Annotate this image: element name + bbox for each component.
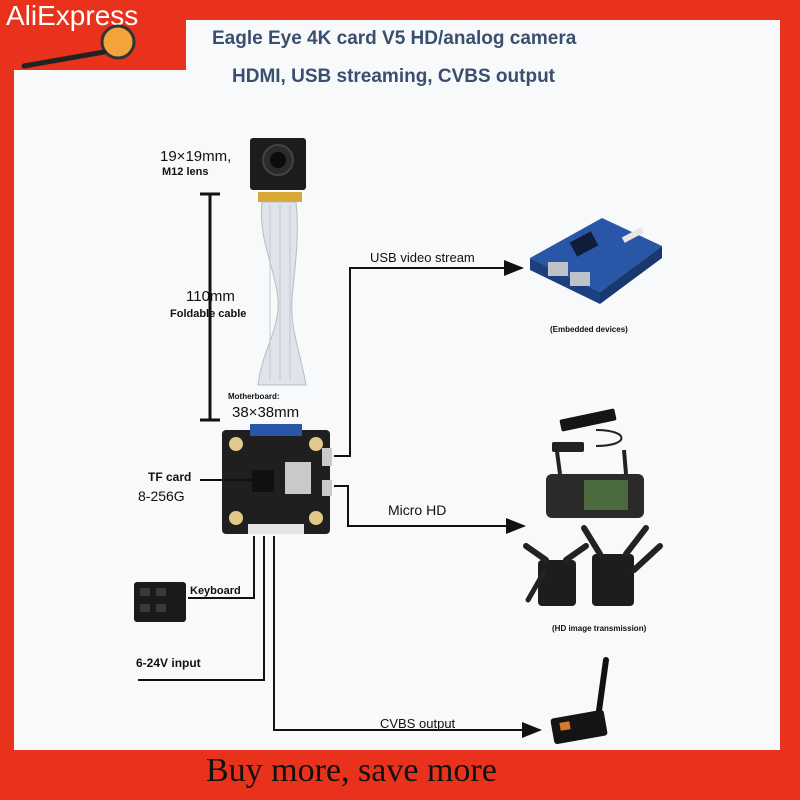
usb-line (334, 260, 524, 457)
cable-length-label: 110mm (186, 288, 235, 305)
cvbs-transmitter (550, 657, 609, 745)
keyboard-label: Keyboard (190, 585, 241, 597)
title-line-2: HDMI, USB streaming, CVBS output (232, 66, 556, 87)
footer-slogan: Buy more, save more (206, 752, 497, 789)
power-wire (138, 536, 265, 681)
usb-stream-label: USB video stream (370, 250, 475, 265)
embedded-device-board (530, 218, 662, 304)
cable-type-label: Foldable cable (170, 308, 247, 320)
cvbs-output-label: CVBS output (380, 716, 456, 731)
keyboard-wire (188, 536, 255, 599)
hd-transmission-caption: (HD image transmission) (552, 624, 647, 633)
ribbon-cable (257, 201, 307, 386)
cvbs-line (273, 536, 542, 738)
embedded-devices-caption: (Embedded devices) (550, 325, 628, 334)
keyboard-module (134, 582, 186, 622)
motherboard (222, 424, 332, 534)
title-line-1: Eagle Eye 4K card V5 HD/analog camera (212, 28, 577, 49)
hd-transmission-devices (523, 408, 663, 606)
magnifier-icon (21, 24, 136, 69)
motherboard-label: Motherboard: (228, 392, 280, 401)
micro-hd-line (334, 485, 526, 534)
camera-lens-label: M12 lens (162, 166, 209, 178)
motherboard-size-label: 38×38mm (232, 404, 300, 421)
power-input-label: 6-24V input (136, 656, 201, 670)
micro-hd-label: Micro HD (388, 502, 447, 518)
length-bracket (200, 192, 220, 422)
brand-logo: AliExpress (0, 0, 186, 70)
diagram-panel (14, 20, 780, 750)
tf-card-range: 8-256G (138, 488, 185, 504)
tf-card-label: TF card (148, 470, 192, 484)
camera-size-label: 19×19mm, (160, 148, 232, 165)
camera-module (250, 138, 306, 202)
